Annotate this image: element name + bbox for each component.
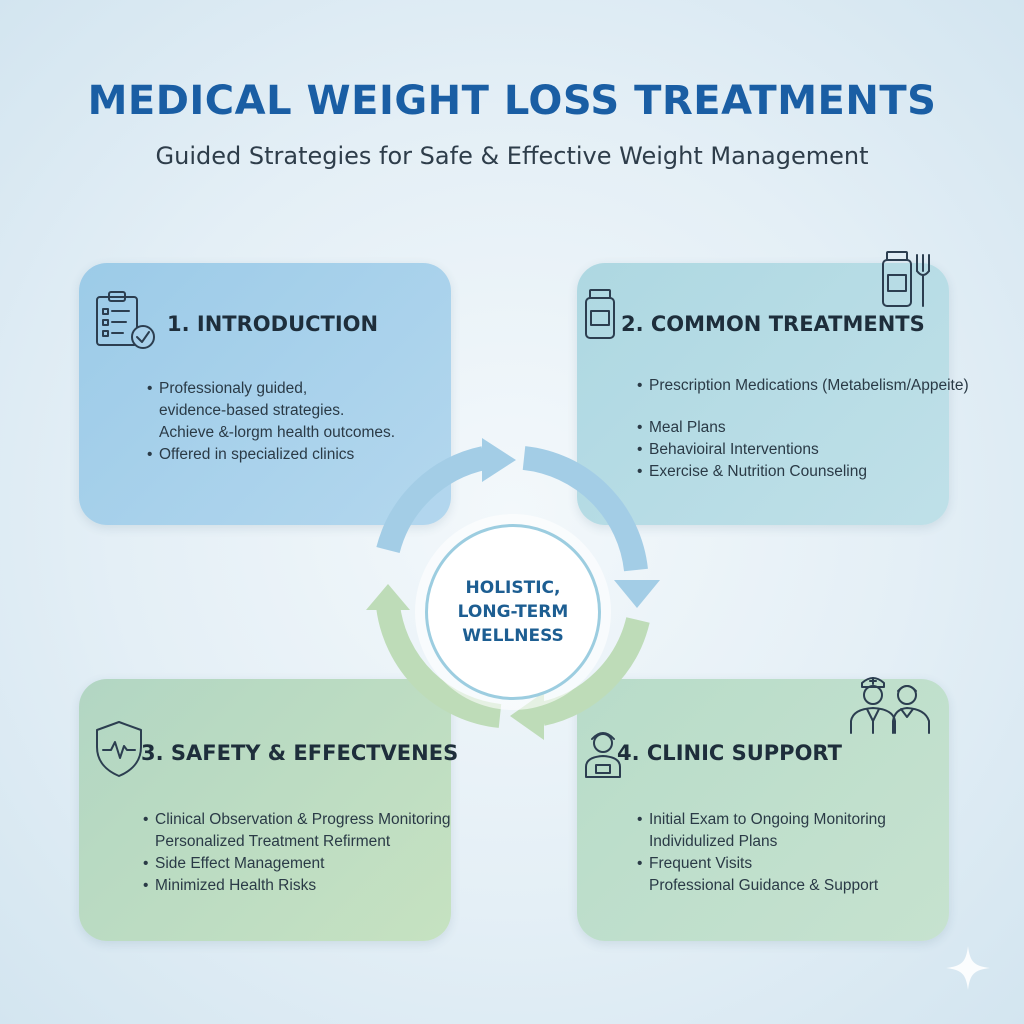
clipboard-check-icon (96, 291, 155, 349)
list-item: Achieve &-lorgm health outcomes. (159, 424, 396, 441)
list-item: •Prescription Medications (Metabelism/Ap… (637, 377, 969, 394)
bullet-list: •Prescription Medications (Metabelism/Ap… (637, 375, 969, 483)
card-title: 2. COMMON TREATMENTS (621, 312, 925, 336)
card-clinic-support: 4. CLINIC SUPPORT •Initial Exam to Ongoi… (577, 677, 949, 941)
list-item: •Meal Plans (637, 419, 726, 436)
card-title: 3. SAFETY & EFFECTVENES (141, 741, 459, 765)
cycle-arrow-bottom-right (539, 616, 650, 726)
card-introduction: 1. INTRODUCTION •Professionaly guided, e… (79, 263, 451, 525)
card-common-treatments: 2. COMMON TREATMENTS •Prescription Medic… (577, 251, 969, 525)
arrowhead-right (614, 580, 660, 608)
list-item: Professional Guidance & Support (649, 877, 879, 894)
arrowhead-top (482, 438, 516, 482)
cycle-arrow-bottom-left (376, 604, 502, 728)
list-item: •Offered in specialized clinics (147, 446, 355, 463)
cycle-arrow-top-left (376, 446, 487, 554)
list-item: •Behavioiral Interventions (637, 441, 819, 458)
card-safety-effectiveness: 3. SAFETY & EFFECTVENES •Clinical Observ… (79, 679, 458, 941)
list-item: •Professionaly guided, (147, 380, 308, 397)
list-item: evidence-based strategies. (159, 402, 345, 419)
hub-line-1: HOLISTIC, (465, 578, 561, 598)
list-item: Personalized Treatment Refirment (155, 833, 391, 850)
center-hub: HOLISTIC, LONG-TERM WELLNESS (425, 524, 601, 700)
shield-heartbeat-icon (96, 721, 142, 777)
list-item: •Clinical Observation & Progress Monitor… (143, 811, 451, 828)
arrowhead-left (366, 584, 410, 610)
bottle-and-fork-icon (882, 251, 930, 307)
hub-line-2: LONG-TERM (457, 602, 569, 622)
sparkle-icon (946, 946, 990, 990)
cycle-arrows (366, 438, 660, 740)
hub-line-3: WELLNESS (462, 626, 564, 646)
list-item: •Exercise & Nutrition Counseling (637, 463, 867, 480)
medicine-bottle-icon (585, 289, 615, 339)
page-title: MEDICAL WEIGHT LOSS TREATMENTS (87, 78, 937, 124)
list-item: •Frequent Visits (637, 855, 753, 872)
page-subtitle: Guided Strategies for Safe & Effective W… (155, 142, 869, 170)
card-title: 1. INTRODUCTION (167, 312, 379, 336)
list-item: Individulized Plans (649, 833, 778, 850)
bullet-list: •Initial Exam to Ongoing Monitoring Indi… (637, 809, 886, 897)
bullet-list: •Clinical Observation & Progress Monitor… (143, 809, 450, 897)
list-item: •Minimized Health Risks (143, 877, 317, 894)
bullet-list: •Professionaly guided, evidence-based st… (147, 378, 395, 466)
cycle-arrow-top-right (522, 446, 648, 572)
medical-staff-icon (850, 677, 930, 734)
doctor-icon (585, 732, 621, 778)
list-item: •Initial Exam to Ongoing Monitoring (637, 811, 886, 828)
arrowhead-bottom (510, 692, 544, 740)
card-title: 4. CLINIC SUPPORT (617, 741, 842, 765)
list-item: •Side Effect Management (143, 855, 325, 872)
